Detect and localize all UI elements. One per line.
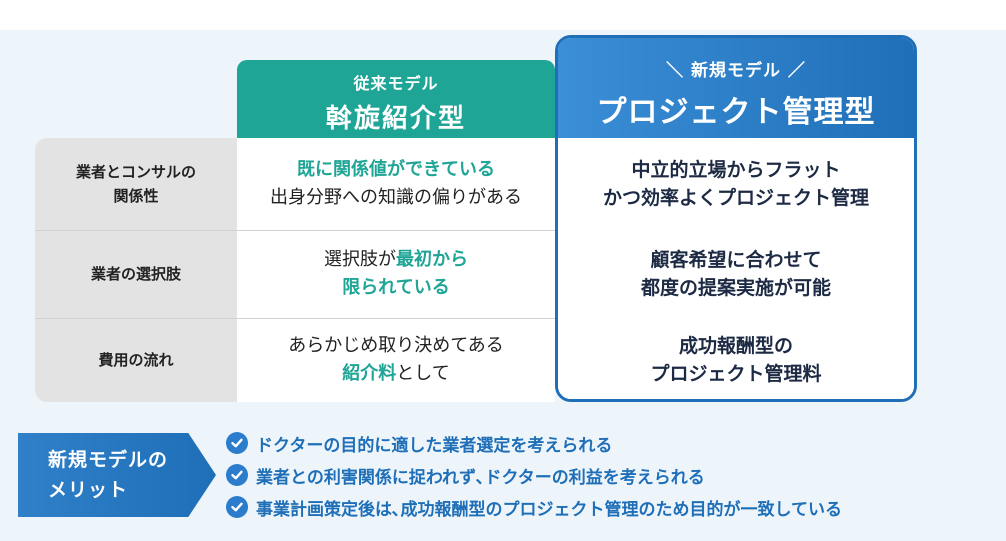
old-cell-text: あらかじめ取り決めてある bbox=[288, 335, 504, 357]
new-cell-options: 顧客希望に合わせて 都度の提案実施が可能 bbox=[558, 230, 914, 318]
old-cell-highlight: 限られている bbox=[342, 277, 450, 298]
new-model-header: ＼ 新規モデル ／ プロジェクト管理型 bbox=[558, 38, 914, 138]
old-cell-cost-flow: あらかじめ取り決めてある 紹介料として bbox=[237, 318, 555, 402]
old-cell-highlight: 紹介料 bbox=[342, 363, 397, 384]
merit-list: ドクターの目的に適した業者選定を考えられる 業者との利害関係に捉われず､ドクター… bbox=[226, 427, 842, 523]
old-cell-options: 選択肢が最初から 限られている bbox=[237, 230, 555, 318]
merit-text: 業者との利害関係に捉われず､ドクターの利益を考えられる bbox=[256, 467, 705, 488]
row-label-relationship: 業者とコンサルの 関係性 bbox=[35, 138, 237, 230]
old-model-header: 従来モデル 斡旋紹介型 bbox=[237, 60, 555, 138]
row-label-line: 業者の選択肢 bbox=[90, 265, 181, 283]
old-cell-relationship: 既に関係値ができている 出身分野への知識の偏りがある bbox=[237, 138, 555, 230]
old-cell-text: 出身分野への知識の偏りがある bbox=[270, 187, 522, 208]
new-cell-text: かつ効率よくプロジェクト管理 bbox=[602, 187, 869, 209]
old-cell-line: 紹介料として bbox=[342, 360, 449, 388]
new-cell-text: 中立的立場からフラット bbox=[631, 158, 841, 181]
old-cell-text: 選択肢が bbox=[324, 249, 396, 271]
new-cell-relationship: 中立的立場からフラット かつ効率よくプロジェクト管理 bbox=[558, 138, 914, 230]
new-cell-text: 都度の提案実施が可能 bbox=[640, 277, 831, 299]
row-label-cost-flow: 費用の流れ bbox=[35, 318, 237, 402]
old-cell-line: 選択肢が最初から bbox=[324, 246, 468, 274]
old-cell-highlight: 最初から bbox=[396, 249, 468, 271]
new-model-column: ＼ 新規モデル ／ プロジェクト管理型 中立的立場からフラット かつ効率よくプロ… bbox=[555, 35, 917, 402]
old-model-title: 斡旋紹介型 bbox=[325, 104, 466, 134]
new-cell-text: 顧客希望に合わせて bbox=[650, 248, 822, 271]
check-circle-icon bbox=[226, 464, 248, 486]
merit-text: ドクターの目的に適した業者選定を考えられる bbox=[256, 435, 613, 456]
row-label-line: 業者とコンサルの bbox=[75, 163, 196, 181]
old-cell-text: として bbox=[396, 363, 450, 384]
check-circle-icon bbox=[226, 432, 248, 454]
row-label-line: 費用の流れ bbox=[98, 351, 174, 369]
merit-text: 事業計画策定後は､成功報酬型のプロジェクト管理のため目的が一致している bbox=[256, 499, 842, 520]
merit-tag-line: メリット bbox=[48, 479, 129, 501]
merit-item: 業者との利害関係に捉われず､ドクターの利益を考えられる bbox=[226, 459, 842, 491]
row-label-options: 業者の選択肢 bbox=[35, 230, 237, 318]
merit-item: ドクターの目的に適した業者選定を考えられる bbox=[226, 427, 842, 459]
row-divider bbox=[35, 230, 555, 231]
new-model-subtitle: ＼ 新規モデル ／ bbox=[666, 61, 806, 81]
check-circle-icon bbox=[226, 496, 248, 518]
new-cell-text: 成功報酬型の bbox=[678, 334, 793, 357]
merit-tag: 新規モデルの メリット bbox=[18, 433, 216, 517]
old-model-subtitle: 従来モデル bbox=[353, 74, 439, 93]
new-model-title: プロジェクト管理型 bbox=[596, 95, 876, 130]
merit-item: 事業計画策定後は､成功報酬型のプロジェクト管理のため目的が一致している bbox=[226, 491, 842, 523]
row-divider bbox=[35, 318, 555, 319]
new-cell-text: プロジェクト管理料 bbox=[650, 363, 822, 385]
new-cell-cost-flow: 成功報酬型の プロジェクト管理料 bbox=[558, 318, 914, 399]
merit-tag-line: 新規モデルの bbox=[48, 448, 169, 471]
old-cell-highlight: 既に関係値ができている bbox=[297, 159, 495, 181]
row-label-line: 関係性 bbox=[113, 187, 159, 205]
